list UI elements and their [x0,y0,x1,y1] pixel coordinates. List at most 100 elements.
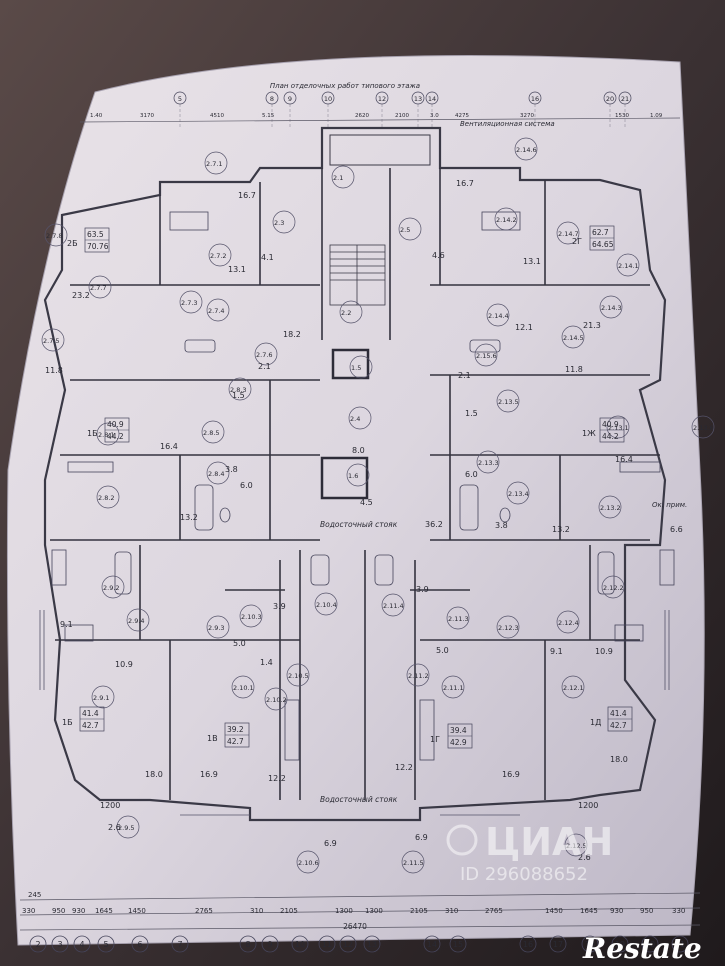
room-area: 12.1 [515,323,533,332]
room-area: 2.1 [458,371,471,380]
room-marker [96,485,120,509]
room-marker [264,687,288,711]
room-code: 2.7.2 [210,252,227,260]
axis-marker: 15 [449,935,467,953]
watermark-text: ЦИАН [485,820,613,864]
plan-title: План отделочных работ типового этажа [270,82,420,90]
room-area: 23.2 [72,291,90,300]
room-marker [556,610,580,634]
axis-label: 15 [453,940,463,949]
room-marker [381,593,405,617]
room-marker [96,422,120,446]
room-area: 2.6 [578,853,591,862]
interior-walls [50,168,660,800]
axis-marker: 20 [641,935,659,953]
room-area: 18.0 [145,770,163,779]
axis-marker: 9 [283,91,297,128]
room-marker [564,833,588,857]
room-code: 2.12.3 [498,624,519,632]
room: 2.10.43.9 [273,592,338,616]
room: 2.8.31.5 [228,377,252,401]
axis-circle [611,935,629,953]
top-dimension: 1.40 [90,113,103,119]
apartment-area-living: 41.4 [82,709,99,718]
axis-marker: 13 [411,91,425,128]
room-marker [561,675,585,699]
bottom-dimension: 310 [445,907,458,915]
room-marker [606,415,630,439]
apartment-type: 1Б [87,429,98,438]
top-dimension: 1530 [615,113,629,119]
room-area: 6.0 [240,481,253,490]
room-marker [91,685,115,709]
room-code: 2.11.5 [403,859,424,867]
room-marker [231,675,255,699]
room: 2.14.2 13.1 [494,207,541,266]
axis-label: 18 [585,940,595,949]
room: 2.9.310.9 [115,615,230,669]
room-area: 16.7 [238,191,256,200]
axis-label: 11 [322,940,332,949]
room-code: 2.13.1 [608,424,629,432]
room: 2.7.62.1 [254,342,278,371]
axis-label: 4 [79,940,84,949]
axis-marker: 9 [261,935,279,953]
windows [39,610,670,816]
axis-marker: 3 [51,935,69,953]
axis-label: 21 [621,95,629,103]
top-dimension: 1.09 [650,113,663,119]
room-code: 2.4 [350,415,360,423]
room-area: 13.1 [523,257,541,266]
room: 2.11.116.9 [441,675,520,779]
room-code: 2.7.8 [46,232,63,240]
axis-circle [363,935,381,953]
room-marker [474,343,498,367]
room: 2.8.46.0 [206,461,253,490]
room: 1.5 [349,355,373,379]
room-marker [339,300,363,324]
room: 2.12.52.6 [564,833,591,862]
room-code: 2.7.6 [256,351,273,359]
bottom-dimension: 330 [22,907,35,915]
room: 2.9.52.6 [108,815,140,839]
room-code: 2.7.5 [43,337,60,345]
axis-marker: 18 [581,935,599,953]
apartment-area-total: 42.7 [610,721,627,730]
axis-label: 13 [367,940,377,949]
room: 2.12.2 [601,575,625,599]
room-area: 10.9 [115,660,133,669]
top-dimension: 4510 [210,113,224,119]
kitchen-furniture [51,211,675,761]
axis-label: 9 [288,95,292,103]
axis-marker: 6 [131,935,149,953]
room: 2.7.116.7 [204,151,256,200]
bottom-dimension: 2105 [410,907,428,915]
room-code: 2.14.2 [496,216,517,224]
room-code: 2.13.4 [508,490,529,498]
axis-marker: 10 [321,91,335,128]
room-area: 1.5 [232,391,245,400]
elevator-shaft-1 [331,348,370,380]
room: 2.14.412.1 [486,303,533,332]
room-code: 2.13.2 [600,504,621,512]
room: 2.14.321.3 [583,295,623,330]
top-dimension: 3270 [520,113,534,119]
room-marker [506,481,530,505]
room: 2.54.6 [398,217,445,260]
room: 2.7.3 [179,290,203,314]
room-area: 3.9 [416,585,429,594]
room-marker [296,850,320,874]
room-code: 2.10.1 [233,684,254,692]
axis-circle [51,935,69,953]
total-dimension: 26470 [343,922,367,931]
apartment-area-total: 42.7 [227,737,244,746]
bottom-dimension-line-2 [19,907,701,916]
axis-label: 8 [270,95,274,103]
room-marker [286,663,310,687]
bottom-dimension: 2765 [485,907,503,915]
room-area: 1.4 [260,658,273,667]
